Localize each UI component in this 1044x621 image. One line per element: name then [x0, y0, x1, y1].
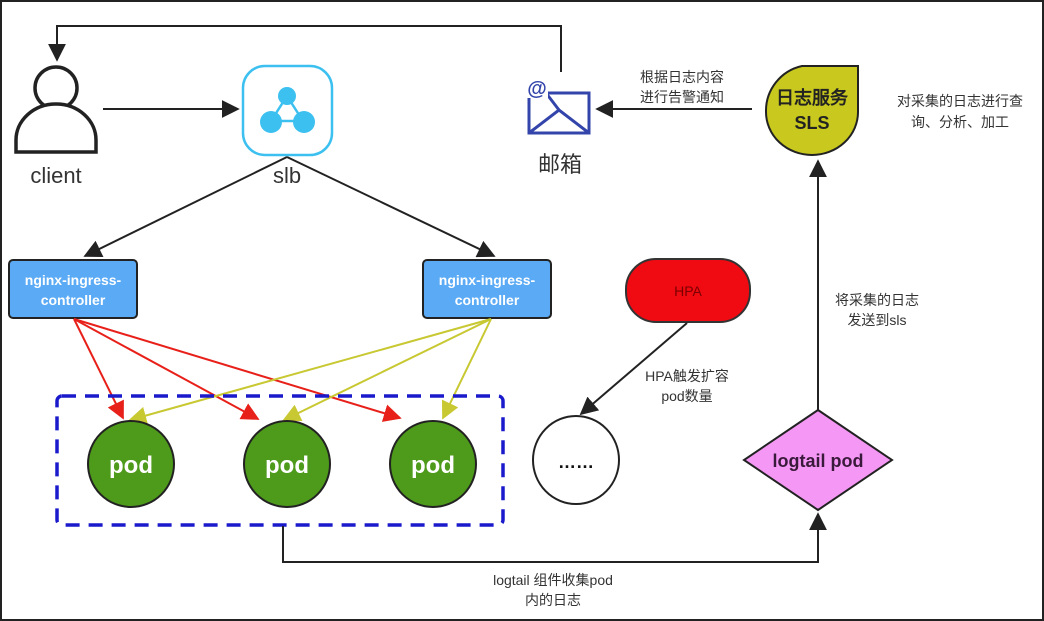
controller-label-line2: controller: [455, 292, 520, 308]
edge-controller2-to-pod2: [282, 318, 492, 421]
pod-node-2[interactable]: pod: [243, 420, 331, 508]
edge-controller2-to-pod1: [128, 318, 492, 425]
edge-pods-to-logtail: [282, 512, 827, 563]
hpa-label: HPA: [674, 283, 702, 299]
edge-slb-to-controller-1: [83, 156, 288, 257]
pod-node-1[interactable]: pod: [87, 420, 175, 508]
logtail-node[interactable]: logtail pod: [742, 408, 894, 512]
pod-shape: [389, 420, 477, 508]
client-node[interactable]: client: [14, 65, 98, 188]
controller-box: [422, 259, 552, 319]
pod-label: pod: [109, 452, 153, 479]
controller-label-line2: controller: [41, 292, 106, 308]
slb-label: slb: [273, 163, 301, 188]
sls-shape: [764, 65, 859, 157]
client-label: client: [30, 163, 81, 188]
sls-label-line1: 日志服务: [776, 87, 849, 108]
edge-controller1-to-pod2: [73, 318, 260, 420]
pod-shape: [87, 420, 175, 508]
pod-node-3[interactable]: pod: [389, 420, 477, 508]
edge-mail-to-client: [48, 25, 562, 72]
pod-label: pod: [265, 452, 309, 479]
mail-icon: @: [526, 76, 591, 135]
mailbox-label: 邮箱: [538, 152, 582, 177]
edge-slb-to-controller-2: [286, 156, 496, 258]
svg-text:@: @: [527, 78, 547, 100]
sls-label-line2: SLS: [794, 113, 829, 133]
collect-note-line2: 内的日志: [525, 592, 581, 608]
send-note-line1: 将采集的日志: [835, 292, 919, 308]
controller-node-2[interactable]: nginx-ingress- controller: [422, 259, 552, 319]
send-note-line2: 发送到sls: [847, 312, 906, 328]
logtail-label: logtail pod: [773, 451, 864, 471]
edge-controller1-to-pod3: [73, 318, 402, 422]
edge-controller1-to-pod1: [73, 318, 124, 420]
sls-note-line2: 询、分析、加工: [911, 114, 1009, 130]
hpa-note-line1: HPA触发扩容: [645, 368, 729, 384]
controller-node-1[interactable]: nginx-ingress- controller: [8, 259, 138, 319]
more-pods-label: ……: [558, 452, 594, 472]
pod-label: pod: [411, 452, 455, 479]
user-icon: [14, 65, 98, 154]
sls-node[interactable]: 日志服务 SLS: [764, 65, 859, 157]
more-pods-node[interactable]: ……: [532, 415, 620, 505]
controller-box: [8, 259, 138, 319]
mailbox-node[interactable]: @ 邮箱: [526, 76, 591, 177]
hpa-note-line2: pod数量: [661, 388, 712, 404]
logtail-shape: [742, 408, 894, 512]
load-balancer-icon: [241, 64, 334, 157]
controller-label-line1: nginx-ingress-: [25, 272, 122, 288]
hpa-shape: [625, 258, 751, 323]
edge-controller2-to-pod3: [441, 318, 492, 420]
slb-node[interactable]: slb: [241, 64, 334, 188]
alert-note-line2: 进行告警通知: [640, 89, 724, 105]
collect-note-line1: logtail 组件收集pod: [493, 572, 613, 588]
pod-group-border: [55, 394, 505, 527]
more-pods-shape: [532, 415, 620, 505]
controller-label-line1: nginx-ingress-: [439, 272, 536, 288]
pod-shape: [243, 420, 331, 508]
edge-hpa-to-new-pods: [579, 322, 688, 416]
alert-note-line1: 根据日志内容: [640, 69, 724, 85]
hpa-node[interactable]: HPA: [625, 258, 751, 323]
sls-note-line1: 对采集的日志进行查: [897, 93, 1023, 109]
